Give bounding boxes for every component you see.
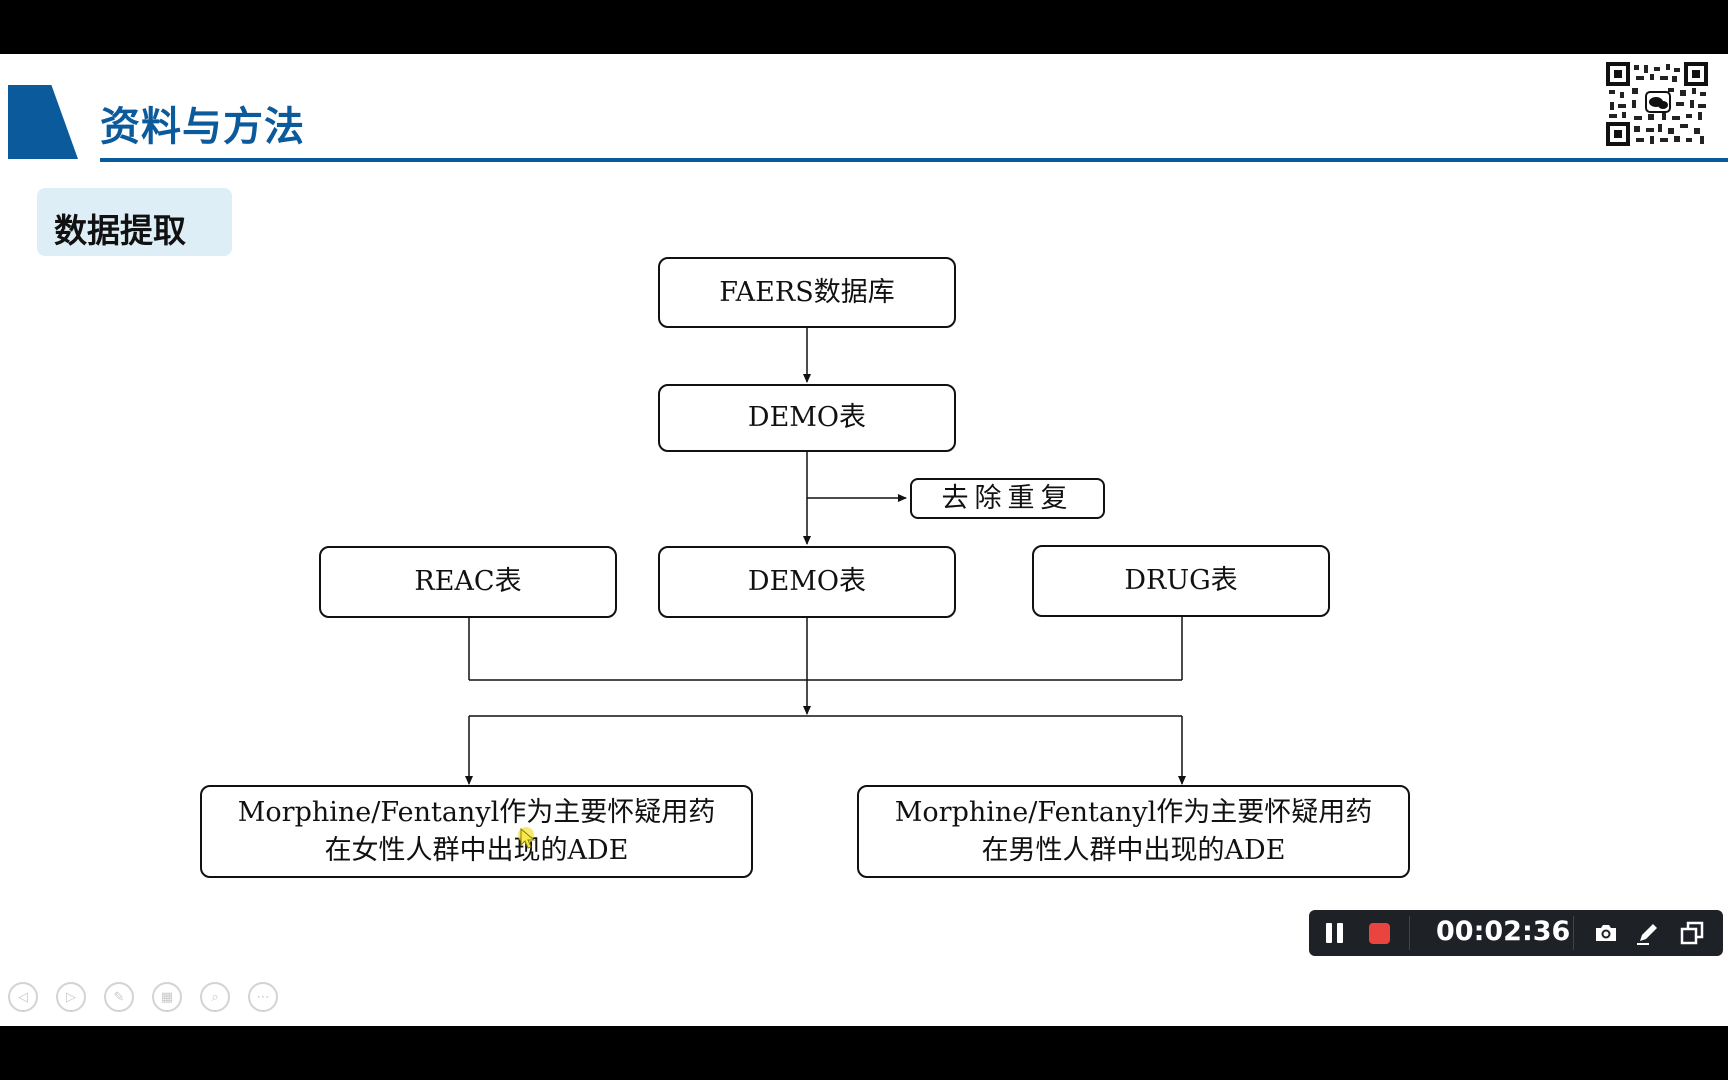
window-icon[interactable] bbox=[1679, 920, 1705, 946]
grid-icon[interactable]: ▦ bbox=[152, 982, 182, 1012]
camera-icon[interactable] bbox=[1593, 921, 1619, 945]
node-drug-table: DRUG表 bbox=[1032, 545, 1330, 617]
qr-code-icon bbox=[1606, 62, 1708, 146]
zoom-icon[interactable]: ⌕ bbox=[200, 982, 230, 1012]
toolbar-divider bbox=[1409, 916, 1410, 950]
node-male-ade: Morphine/Fentanyl作为主要怀疑用药 在男性人群中出现的ADE bbox=[857, 785, 1410, 878]
mouse-cursor-icon bbox=[518, 827, 536, 849]
node-demo-table-mid: DEMO表 bbox=[658, 546, 956, 618]
node-demo-table-top: DEMO表 bbox=[658, 384, 956, 452]
node-female-ade: Morphine/Fentanyl作为主要怀疑用药 在女性人群中出现的ADE bbox=[200, 785, 753, 878]
pause-icon-bar[interactable] bbox=[1337, 923, 1343, 943]
node-deduplicate: 去除重复 bbox=[910, 478, 1105, 519]
pause-icon[interactable] bbox=[1326, 923, 1332, 943]
more-icon[interactable]: ⋯ bbox=[248, 982, 278, 1012]
pen-icon[interactable] bbox=[1635, 920, 1661, 946]
male-ade-line1: Morphine/Fentanyl作为主要怀疑用药 bbox=[894, 796, 1373, 828]
top-letterbox bbox=[0, 0, 1728, 54]
section-label-text: 数据提取 bbox=[54, 211, 186, 250]
section-label: 数据提取 bbox=[37, 188, 232, 256]
female-ade-line2: 在女性人群中出现的ADE bbox=[324, 834, 629, 866]
recorder-toolbar: 00:02:36 bbox=[1309, 910, 1723, 956]
toolbar-divider bbox=[1573, 916, 1574, 950]
slide: 资料与方法 数据提取 bbox=[0, 54, 1728, 1026]
title-underline bbox=[100, 158, 1728, 162]
flowchart-connectors bbox=[465, 328, 1186, 785]
male-ade-line2: 在男性人群中出现的ADE bbox=[981, 834, 1286, 866]
node-reac-table: REAC表 bbox=[319, 546, 617, 618]
prev-icon[interactable]: ◁ bbox=[8, 982, 38, 1012]
slideshow-nav: ◁ ▷ ✎ ▦ ⌕ ⋯ bbox=[8, 982, 278, 1012]
next-icon[interactable]: ▷ bbox=[56, 982, 86, 1012]
stop-icon[interactable] bbox=[1369, 923, 1390, 944]
female-ade-line1: Morphine/Fentanyl作为主要怀疑用药 bbox=[237, 796, 716, 828]
pen-icon[interactable]: ✎ bbox=[104, 982, 134, 1012]
slide-title: 资料与方法 bbox=[100, 104, 305, 150]
node-faers-database: FAERS数据库 bbox=[658, 257, 956, 328]
recording-timer: 00:02:36 bbox=[1436, 916, 1571, 947]
bottom-letterbox bbox=[0, 1026, 1728, 1080]
